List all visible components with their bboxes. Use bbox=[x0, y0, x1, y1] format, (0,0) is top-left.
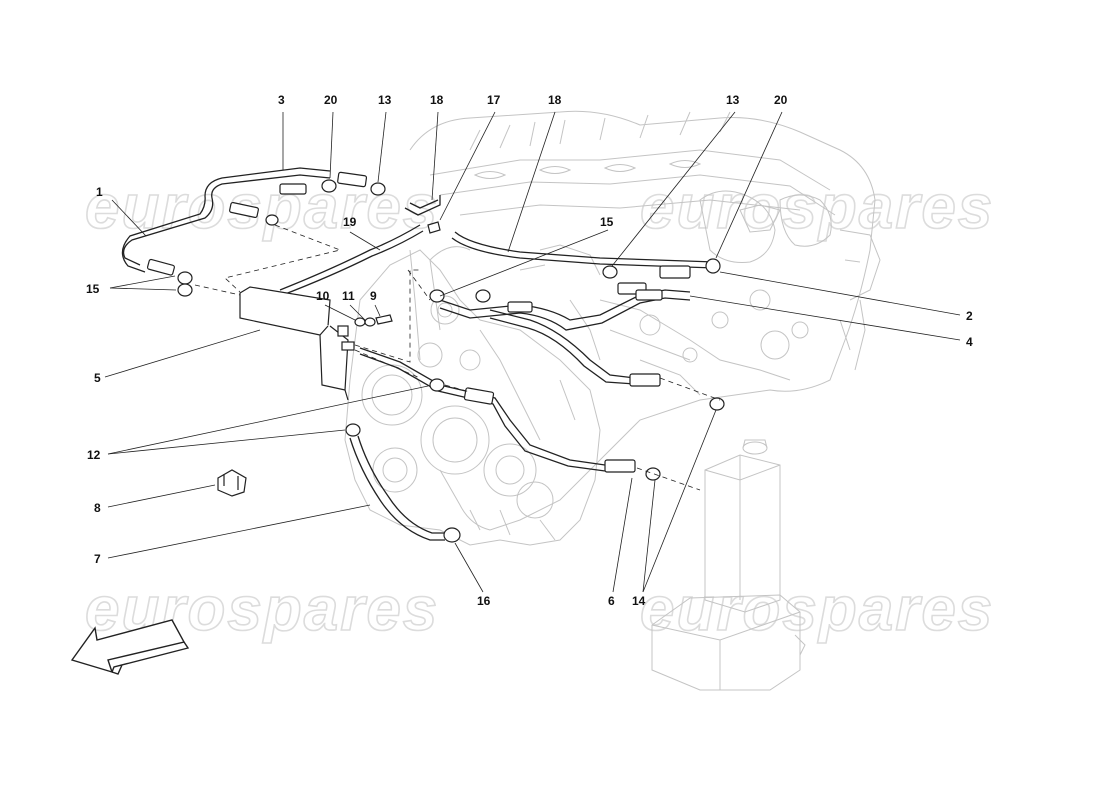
hose-connector bbox=[229, 201, 259, 219]
leader-lines bbox=[104, 111, 961, 593]
hose-clamp bbox=[475, 289, 491, 303]
pipe-12 bbox=[359, 347, 606, 472]
callout-15-left: 15 bbox=[86, 282, 100, 296]
hose-clamp bbox=[602, 265, 618, 279]
watermark-top-right: eurospares bbox=[640, 173, 994, 242]
callout-19: 19 bbox=[343, 215, 357, 229]
cooler-bracket bbox=[337, 325, 349, 337]
hose-clamp bbox=[345, 423, 361, 437]
callout-18-left: 18 bbox=[430, 93, 444, 107]
callout-20-left: 20 bbox=[324, 93, 338, 107]
hose-connector bbox=[337, 171, 368, 188]
hose-clamp bbox=[429, 378, 445, 392]
hose-7 bbox=[349, 435, 446, 541]
fitting-17 bbox=[427, 221, 441, 234]
cooler-nozzle bbox=[341, 341, 355, 351]
front-direction-arrow-icon bbox=[70, 619, 190, 675]
callout-10: 10 bbox=[316, 289, 330, 303]
hose-connector bbox=[279, 183, 307, 195]
hose-connector bbox=[604, 459, 636, 473]
callout-15-center: 15 bbox=[600, 215, 614, 229]
pipe-18 bbox=[404, 195, 441, 216]
washer-11 bbox=[364, 317, 376, 327]
callout-9: 9 bbox=[370, 289, 377, 303]
callout-8: 8 bbox=[94, 501, 101, 515]
hose-connector bbox=[629, 373, 661, 387]
hose-clamp bbox=[370, 182, 386, 196]
hose-clamp bbox=[177, 283, 193, 297]
dashed-guides bbox=[194, 224, 721, 491]
callout-18-right: 18 bbox=[548, 93, 562, 107]
hose-3 bbox=[121, 167, 331, 273]
callout-13-right: 13 bbox=[726, 93, 740, 107]
pipe-4 bbox=[489, 309, 636, 385]
hose-18 bbox=[451, 237, 716, 269]
pipe-2 bbox=[439, 297, 691, 331]
hose-clamp bbox=[265, 214, 279, 226]
hose-connector bbox=[635, 289, 663, 301]
hose-18 bbox=[454, 231, 716, 263]
hose-clamp bbox=[429, 289, 445, 303]
hose-connector bbox=[463, 387, 495, 405]
callout-5: 5 bbox=[94, 371, 101, 385]
watermark-bottom-right: eurospares bbox=[640, 575, 994, 644]
washer-10 bbox=[354, 317, 366, 327]
hose-clamp-14 bbox=[709, 397, 725, 411]
cooler-5-edge bbox=[319, 325, 349, 401]
hose-19 bbox=[279, 224, 421, 291]
callout-11: 11 bbox=[342, 289, 355, 303]
callout-4: 4 bbox=[966, 335, 973, 349]
hose-clamp bbox=[177, 271, 193, 285]
watermark-top-left: eurospares bbox=[85, 173, 439, 242]
hose-connector bbox=[659, 265, 691, 279]
callout-6: 6 bbox=[608, 594, 615, 608]
callout-7: 7 bbox=[94, 552, 101, 566]
callout-12: 12 bbox=[87, 448, 101, 462]
coolant-parts bbox=[121, 167, 725, 543]
callout-20-right: 20 bbox=[774, 93, 788, 107]
expansion-tank-outline bbox=[651, 439, 806, 691]
hose-connector bbox=[507, 301, 533, 313]
hose-19 bbox=[279, 230, 424, 297]
hose-1 bbox=[122, 174, 331, 266]
hose-clamp bbox=[705, 258, 721, 274]
cooler-5-body bbox=[239, 293, 349, 391]
hose-clamp bbox=[321, 179, 337, 193]
callout-2: 2 bbox=[966, 309, 973, 323]
hose-clamp-16 bbox=[443, 527, 461, 543]
callout-16: 16 bbox=[477, 594, 491, 608]
callout-labels: 1 2 3 4 5 6 7 8 9 10 11 12 13 13 14 15 1… bbox=[86, 93, 973, 608]
callout-13-left: 13 bbox=[378, 93, 392, 107]
callout-1: 1 bbox=[96, 185, 103, 199]
hose-connector bbox=[146, 258, 175, 276]
bolt-9 bbox=[375, 314, 393, 325]
clip-8 bbox=[217, 469, 247, 497]
callout-3: 3 bbox=[278, 93, 285, 107]
watermarks: eurospares eurospares eurospares eurospa… bbox=[84, 172, 994, 645]
callout-17: 17 bbox=[487, 93, 501, 107]
callout-14: 14 bbox=[632, 594, 646, 608]
hose-clamp-14 bbox=[645, 467, 661, 481]
